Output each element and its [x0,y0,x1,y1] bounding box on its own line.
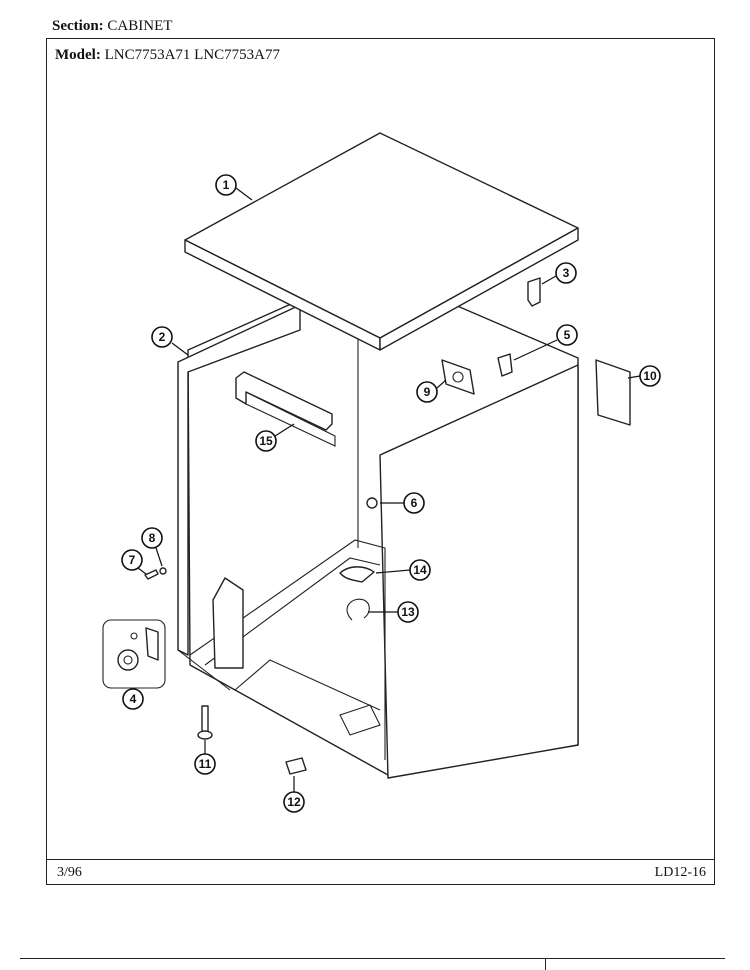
callout-8-label: 8 [149,531,156,545]
callout-9-label: 9 [424,385,431,399]
callout-3: 3 [541,262,577,285]
callout-10-label: 10 [643,369,657,383]
callout-10: 10 [627,365,661,387]
clip-12 [285,757,307,775]
model-label: Model: [55,47,101,63]
model-value: LNC7753A71 LNC7753A77 [104,47,280,63]
callout-2-label: 2 [159,330,166,344]
section-title: Section: CABINET [52,18,172,35]
top-panel [184,132,579,351]
page-bottom-rule [20,958,725,959]
callout-5: 5 [513,324,578,361]
clip-5 [497,353,513,377]
bracket-9 [441,359,475,395]
callout-1-label: 1 [223,178,230,192]
footer-divider [47,859,714,860]
rear-bracket [235,371,333,431]
callout-12: 12 [283,776,305,813]
callout-6: 6 [380,492,425,514]
washer-8 [159,567,167,575]
door-catch-4 [117,649,139,671]
section-label: Section: [52,18,104,34]
screw-7 [144,569,159,580]
panel-10 [595,359,631,426]
leveling-leg [197,705,213,740]
callout-5-label: 5 [564,328,571,342]
clip-3 [527,277,541,307]
ring-13 [346,598,370,621]
section-value: CABINET [107,18,173,34]
callout-14-label: 14 [413,563,427,577]
callout-13-label: 13 [401,605,415,619]
callout-13: 13 [368,601,419,623]
footer-code: LD12-16 [654,865,706,880]
footer-date: 3/96 [57,865,82,880]
cabinet-body [177,299,579,779]
page-bottom-tick [545,958,546,970]
callout-14: 14 [375,559,431,581]
callout-9: 9 [416,379,447,403]
callout-4: 4 [122,688,144,710]
callout-4-label: 4 [130,692,137,706]
callout-6-label: 6 [411,496,418,510]
duct-14 [339,566,375,583]
diagram-frame: Model: LNC7753A71 LNC7753A77 3/96 LD12-1… [46,38,715,885]
plug-6 [366,497,378,509]
callout-11: 11 [194,740,216,775]
callout-2: 2 [151,326,189,356]
callout-7: 7 [121,549,147,575]
callout-15-label: 15 [259,434,273,448]
callout-1: 1 [215,174,253,201]
callout-8: 8 [141,527,163,567]
callout-3-label: 3 [563,266,570,280]
model-line: Model: LNC7753A71 LNC7753A77 [55,47,280,64]
callout-11-label: 11 [199,757,212,771]
callout-7-label: 7 [129,553,136,567]
part-group-4-box [102,619,166,689]
callout-12-label: 12 [287,795,301,809]
callout-15: 15 [255,423,295,452]
